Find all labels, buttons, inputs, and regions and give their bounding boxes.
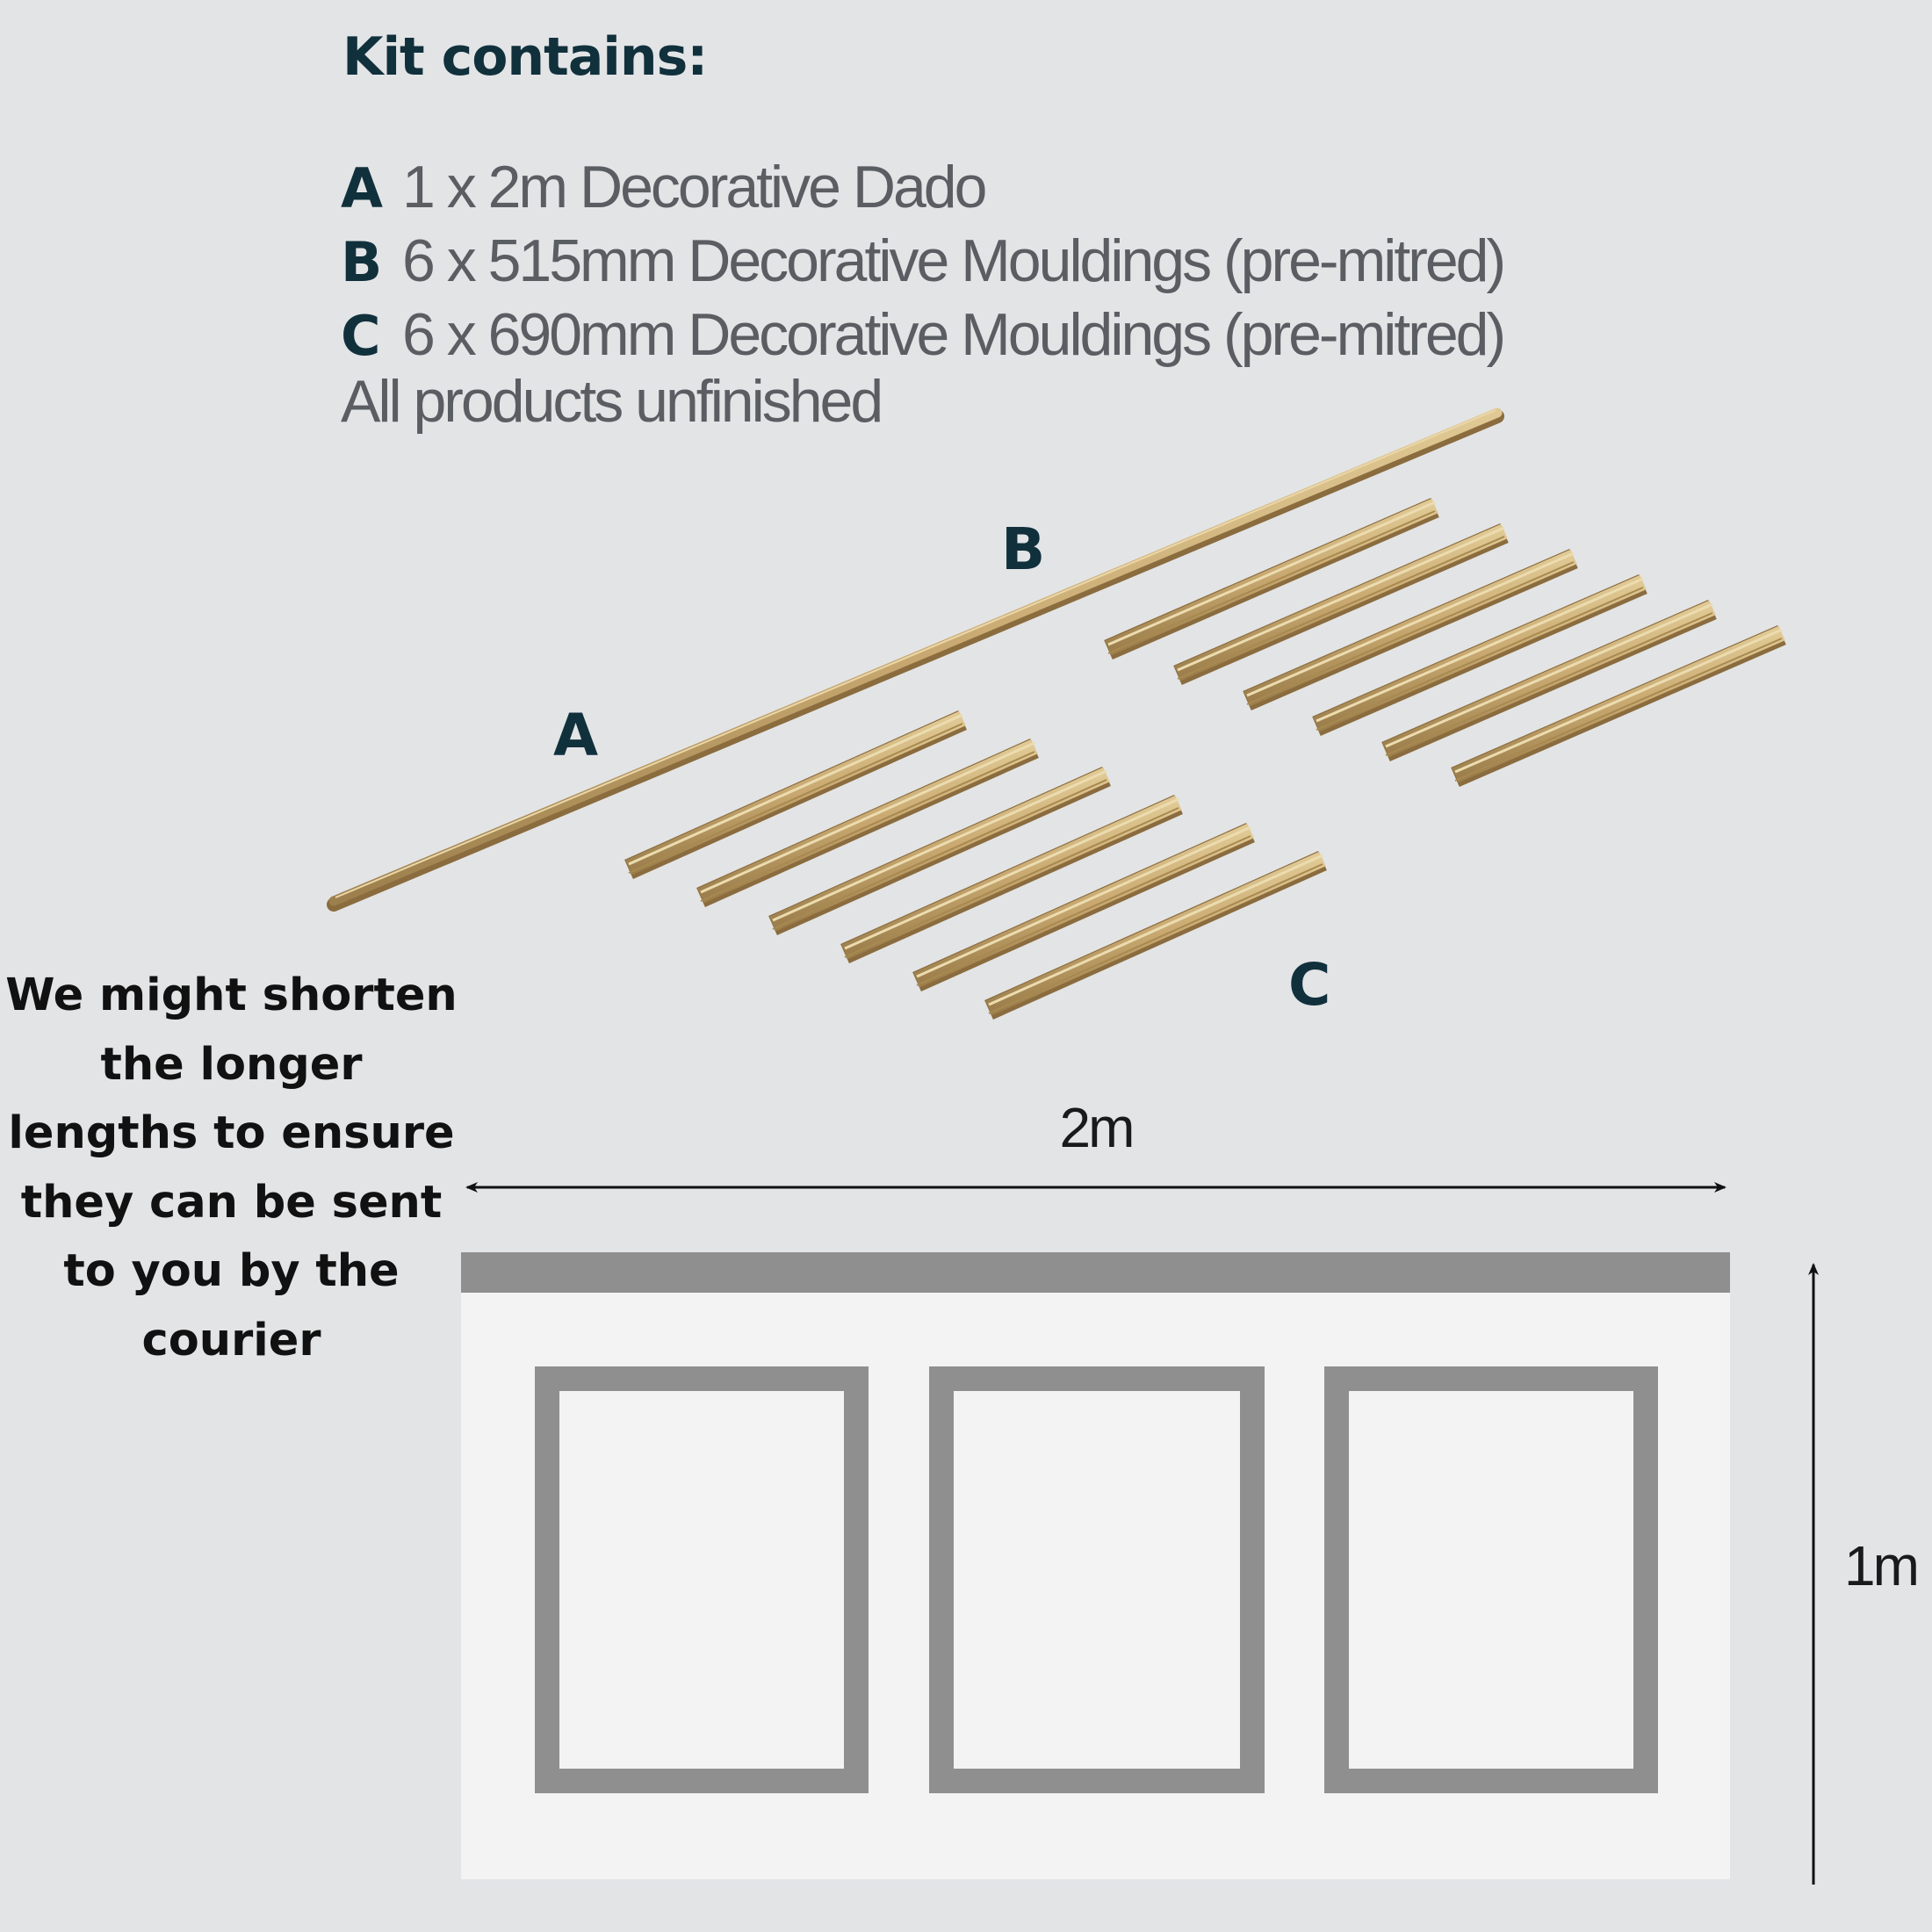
moulding-piece bbox=[1243, 548, 1578, 711]
kit-item-letter: B bbox=[341, 230, 383, 294]
moulding-piece bbox=[984, 851, 1327, 1020]
dado-rail-band bbox=[461, 1252, 1730, 1293]
moulding-piece bbox=[1312, 573, 1647, 737]
mouldings-b bbox=[1104, 497, 1786, 788]
shipping-note: We might shorten the longer lengths to e… bbox=[5, 970, 458, 1366]
kit-item-text: 6 x 690mm Decorative Mouldings (pre-mitr… bbox=[402, 301, 1506, 368]
piece-label-a: A bbox=[553, 702, 598, 769]
kit-item-text: 1 x 2m Decorative Dado bbox=[402, 154, 987, 220]
kit-item-list: A 1 x 2m Decorative Dado B 6 x 515mm Decor… bbox=[341, 151, 1506, 372]
kit-finish-note: All products unfinished bbox=[341, 368, 883, 435]
piece-label-c: C bbox=[1288, 951, 1330, 1019]
height-dimension-label: 1m bbox=[1844, 1534, 1917, 1597]
kit-item-letter: A bbox=[341, 156, 383, 220]
panel-frame bbox=[929, 1366, 1265, 1793]
moulding-piece bbox=[768, 767, 1111, 935]
moulding-piece bbox=[1381, 599, 1717, 762]
moulding-piece bbox=[840, 795, 1183, 963]
kit-item: C 6 x 690mm Decorative Mouldings (pre-mit… bbox=[341, 299, 1506, 372]
moulding-piece bbox=[1451, 624, 1786, 788]
dado-rail-a bbox=[327, 407, 1504, 912]
moulding-piece bbox=[624, 710, 967, 879]
kit-item: A 1 x 2m Decorative Dado bbox=[341, 151, 1503, 225]
kit-item-letter: C bbox=[341, 304, 381, 368]
mouldings-c bbox=[624, 710, 1327, 1020]
kit-item-text: 6 x 515mm Decorative Mouldings (pre-mitr… bbox=[402, 227, 1506, 294]
panel-frame bbox=[535, 1366, 869, 1793]
moulding-piece bbox=[1173, 523, 1509, 686]
width-dimension-label: 2m bbox=[1060, 1096, 1133, 1159]
piece-label-b: B bbox=[1001, 515, 1045, 583]
moulding-piece bbox=[912, 823, 1255, 991]
moulding-piece bbox=[696, 739, 1039, 907]
kit-title: Kit contains: bbox=[342, 26, 708, 88]
moulding-piece bbox=[1104, 497, 1439, 660]
kit-item: B 6 x 515mm Decorative Mouldings (pre-mit… bbox=[341, 225, 1506, 299]
panel-frame bbox=[1324, 1366, 1658, 1793]
